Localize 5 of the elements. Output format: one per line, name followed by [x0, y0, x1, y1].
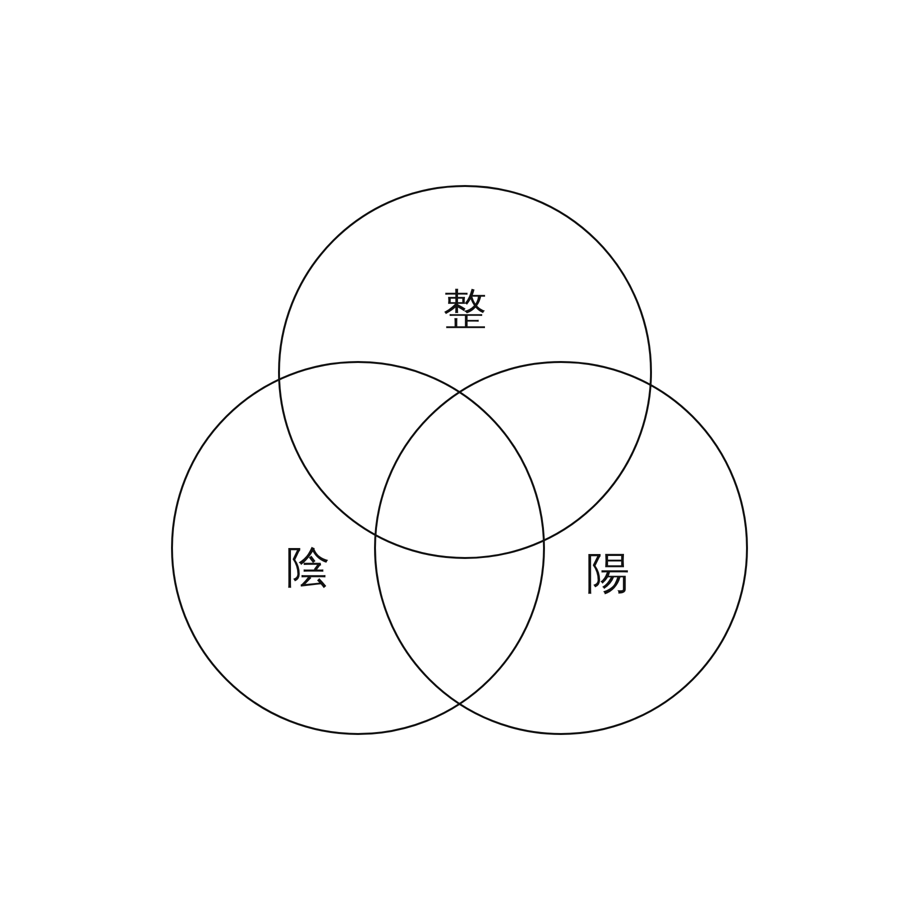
venn-circle — [171, 361, 545, 735]
circle-label: 整 — [443, 288, 487, 332]
circle-label: 陽 — [586, 552, 630, 596]
venn-circle — [374, 361, 748, 735]
circle-label: 陰 — [286, 546, 330, 590]
